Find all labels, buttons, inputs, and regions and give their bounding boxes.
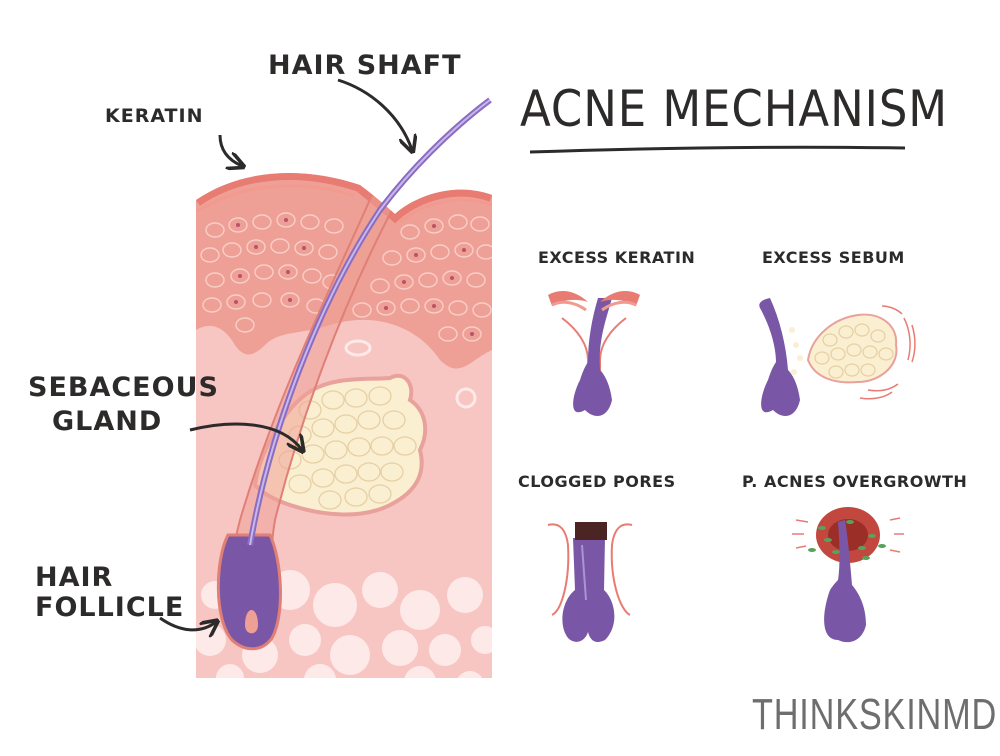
title-underline: [529, 145, 906, 154]
panel-excess-keratin-illustration: [548, 290, 640, 416]
panel-label-excess-keratin: EXCESS KERATIN: [538, 248, 696, 267]
hair-bulb: [216, 533, 282, 651]
pore-plug: [575, 522, 607, 540]
sebaceous-gland-label-line1: SEBACEOUS: [28, 372, 219, 403]
brand-watermark: THINKSKINMD: [752, 690, 998, 739]
panel-p-acnes-illustration: [792, 507, 904, 643]
hair-follicle-label-line2: FOLLICLE: [35, 592, 185, 623]
dermal-papilla: [245, 610, 258, 634]
panel-label-excess-sebum: EXCESS SEBUM: [762, 248, 905, 267]
follicle-sheath: [225, 195, 392, 625]
hair-follicle-arrow: [159, 616, 216, 630]
hair-follicle-label-line1: HAIR: [35, 562, 114, 593]
fat-cells: [196, 570, 492, 678]
keratin-label: KERATIN: [105, 105, 204, 127]
panel-label-clogged-pores: CLOGGED PORES: [518, 472, 676, 491]
sebaceous-gland-arrow: [189, 422, 302, 450]
panel-clogged-pores-illustration: [547, 522, 633, 643]
hair-shaft-arrow: [337, 78, 412, 150]
skin-cross-section: [196, 173, 492, 678]
hair-shaft-label: HAIR SHAFT: [268, 50, 462, 81]
epidermis-cells: [200, 212, 492, 342]
panel-excess-sebum-illustration: [759, 298, 916, 416]
panel-label-p-acnes-overgrowth: P. ACNES OVERGROWTH: [742, 472, 968, 491]
page-title: ACNE MECHANISM: [520, 80, 949, 138]
sebaceous-gland-label-line2: GLAND: [52, 406, 163, 437]
small-glands: [344, 339, 477, 409]
cell-nuclei: [234, 218, 474, 336]
keratin-arrow: [218, 134, 242, 166]
